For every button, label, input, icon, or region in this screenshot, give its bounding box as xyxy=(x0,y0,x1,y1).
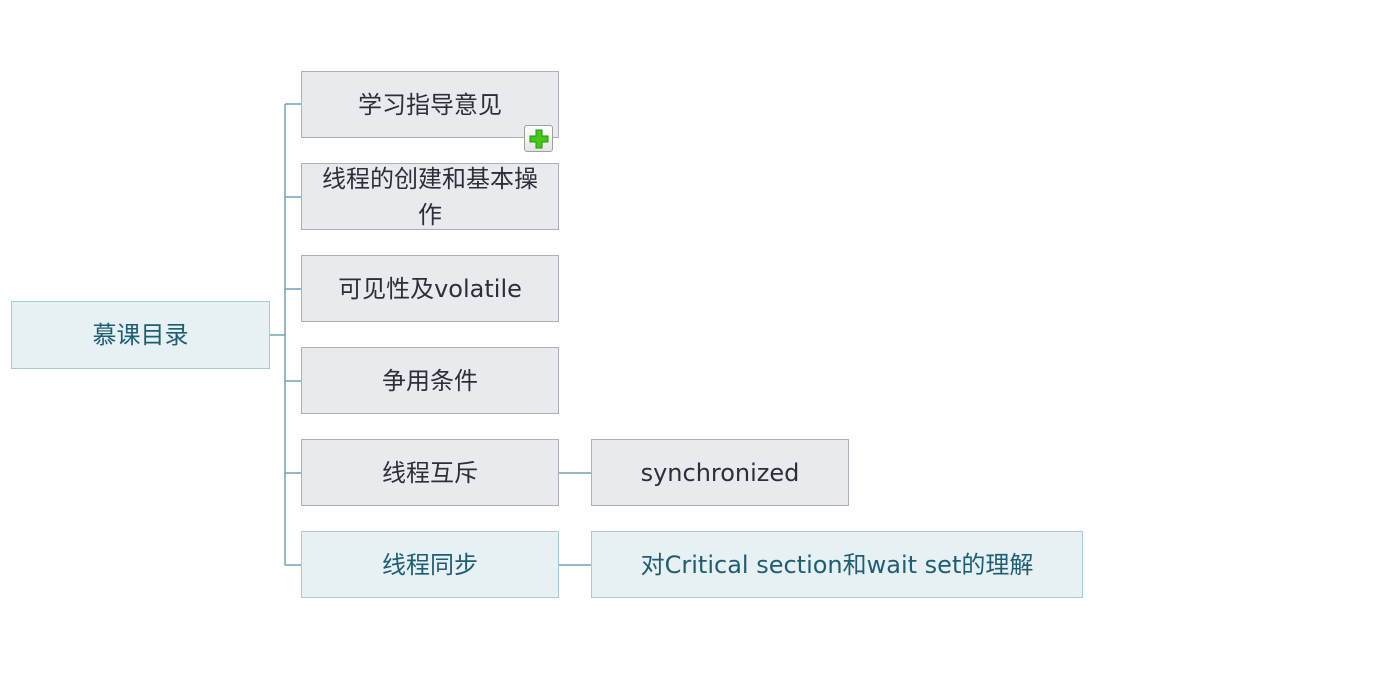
subtopic-node-critical-section[interactable]: 对Critical section和wait set的理解 xyxy=(591,531,1083,598)
root-node-label: 慕课目录 xyxy=(92,321,189,349)
topic-node-race-condition[interactable]: 争用条件 xyxy=(301,347,559,414)
subtopic-node-synchronized[interactable]: synchronized xyxy=(591,439,849,506)
topic-label: 学习指导意见 xyxy=(358,90,502,119)
expand-button[interactable] xyxy=(524,125,553,152)
topic-label: 可见性及volatile xyxy=(338,274,522,303)
topic-label: 线程的创建和基本操作 xyxy=(322,164,538,229)
subtopic-label: 对Critical section和wait set的理解 xyxy=(640,550,1034,579)
topic-label: 争用条件 xyxy=(382,366,478,395)
topic-node-visibility[interactable]: 可见性及volatile xyxy=(301,255,559,322)
root-node[interactable]: 慕课目录 xyxy=(11,301,270,369)
topic-node-guidance[interactable]: 学习指导意见 xyxy=(301,71,559,138)
topic-label: 线程同步 xyxy=(382,550,478,579)
topic-node-sync[interactable]: 线程同步 xyxy=(301,531,559,598)
plus-icon xyxy=(529,129,549,149)
topic-label: 线程互斥 xyxy=(382,458,478,487)
topic-node-thread-creation[interactable]: 线程的创建和基本操作 xyxy=(301,163,559,230)
topic-node-mutex[interactable]: 线程互斥 xyxy=(301,439,559,506)
subtopic-label: synchronized xyxy=(640,458,800,487)
